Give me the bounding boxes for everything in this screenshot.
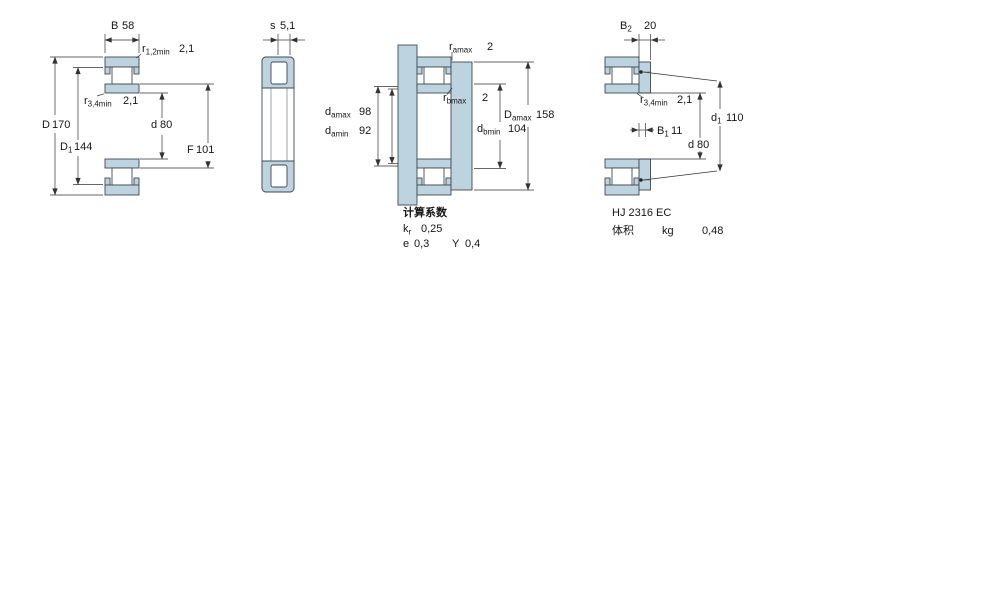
- dim-r-bmax-value: 2: [482, 92, 488, 104]
- hj-mass-value: 0,48: [702, 225, 723, 237]
- factor-kr-value: 0,25: [421, 223, 442, 235]
- dim-D-amax-label: Damax: [504, 109, 532, 123]
- dim-D1-label: D1: [60, 141, 73, 155]
- dim-d-value: 80: [160, 119, 172, 131]
- dim-D-label: D: [42, 119, 50, 131]
- dim-d: d 80: [640, 92, 709, 160]
- dim-D-amax-value: 158: [536, 109, 554, 121]
- dim-d1-label: d1: [711, 112, 722, 126]
- dim-d-bmin: dbmin 104: [474, 83, 526, 169]
- view-mounted-bearing: ramax 2 rbmax 2 damax 98 damin 92: [325, 41, 554, 206]
- dim-B1-label: B1: [657, 125, 669, 139]
- view-bearing-with-hj-ring: B2 20 r3,4min 2,1 B1 11 d 80: [604, 20, 744, 196]
- dim-d-bmin-label: dbmin: [477, 123, 500, 137]
- calculation-factors-block: 计算系数 kr 0,25 e 0,3 Y 0,4: [403, 205, 480, 250]
- dim-F-label: F: [187, 144, 194, 156]
- dim-D-value: 170: [52, 119, 70, 131]
- dim-d-amax-label: damax: [325, 106, 351, 120]
- factor-kr-label: kr: [403, 223, 412, 237]
- calc-factors-title: 计算系数: [403, 205, 448, 219]
- bearing-cross-section: [416, 56, 452, 196]
- dim-B: B 58: [104, 20, 140, 53]
- dim-D1: D1 144: [60, 67, 103, 185]
- dim-s-label: s: [270, 20, 276, 32]
- dim-D-amax: Damax 158: [474, 61, 554, 191]
- bearing-cross-section: [104, 56, 140, 196]
- hj-ring-info-block: HJ 2316 EC 体积 kg 0,48: [612, 207, 723, 237]
- view-nu-bearing-section: B 58 D 170 D1 144 d 80: [42, 20, 214, 196]
- leader-r-amax: ramax 2: [449, 41, 493, 61]
- dim-r-amax-label: ramax: [449, 41, 472, 55]
- profile-roller-bottom: [270, 164, 288, 188]
- dim-B-label: B: [111, 20, 118, 32]
- bearing-cross-section: [604, 56, 640, 196]
- factor-e-label: e: [403, 238, 409, 250]
- hj-ring-top: [638, 61, 651, 94]
- dim-B2: B2 20: [620, 20, 665, 60]
- dim-r-bmax-label: rbmax: [443, 92, 466, 106]
- dim-D1-value: 144: [74, 141, 92, 153]
- hj-mass-unit: kg: [662, 225, 674, 237]
- leader-r34min: r3,4min 2,1: [636, 93, 692, 108]
- hj-ring-bottom: [638, 158, 651, 191]
- dim-B1: B1 11: [630, 123, 682, 139]
- dim-d1-value: 110: [726, 112, 744, 124]
- shaft-abutment: [397, 44, 418, 206]
- dim-d: d 80: [140, 92, 172, 160]
- dim-s-value: 5,1: [280, 20, 295, 32]
- leader-r12min: r1,2min 2,1: [136, 43, 194, 59]
- dim-r34-label: r3,4min: [640, 94, 668, 108]
- view-bearing-profile: s 5,1: [261, 20, 305, 193]
- dim-F: F 101: [140, 83, 214, 169]
- dim-B2-label: B2: [620, 20, 632, 34]
- dim-s: s 5,1: [263, 20, 305, 55]
- dim-d-bmin-value: 104: [508, 123, 526, 135]
- dim-D: D 170: [42, 56, 103, 196]
- dim-r-amax-value: 2: [487, 41, 493, 53]
- dim-B2-value: 20: [644, 20, 656, 32]
- dim-r34-value: 2,1: [123, 95, 138, 107]
- dim-d-amin: damin 92: [325, 88, 398, 164]
- dim-F-value: 101: [196, 144, 214, 156]
- dim-d-value: 80: [697, 139, 709, 151]
- leader-r34min: r3,4min 2,1: [84, 93, 138, 109]
- dim-r12-label: r1,2min: [142, 43, 170, 57]
- dim-r34-value: 2,1: [677, 94, 692, 106]
- factor-Y-value: 0,4: [465, 238, 480, 250]
- housing-abutment: [450, 61, 473, 191]
- profile-roller-top: [270, 61, 288, 85]
- dim-r12-value: 2,1: [179, 43, 194, 55]
- factor-Y-label: Y: [452, 238, 460, 250]
- dim-d-label: d: [151, 119, 157, 131]
- leader-r-bmax: rbmax 2: [443, 87, 488, 106]
- dim-d-amax: damax 98: [325, 86, 398, 167]
- dim-d-amin-label: damin: [325, 125, 348, 139]
- dim-B1-value: 11: [671, 125, 682, 137]
- hj-mass-label: 体积: [612, 223, 634, 237]
- dim-d-amax-value: 98: [359, 106, 371, 118]
- dim-d-amin-value: 92: [359, 125, 371, 137]
- dim-r34-label: r3,4min: [84, 95, 112, 109]
- factor-e-value: 0,3: [414, 238, 429, 250]
- hj-designation: HJ 2316 EC: [612, 207, 671, 219]
- dim-d1: d1 110: [639, 70, 744, 182]
- dim-d-label: d: [688, 139, 694, 151]
- dim-B-value: 58: [122, 20, 134, 32]
